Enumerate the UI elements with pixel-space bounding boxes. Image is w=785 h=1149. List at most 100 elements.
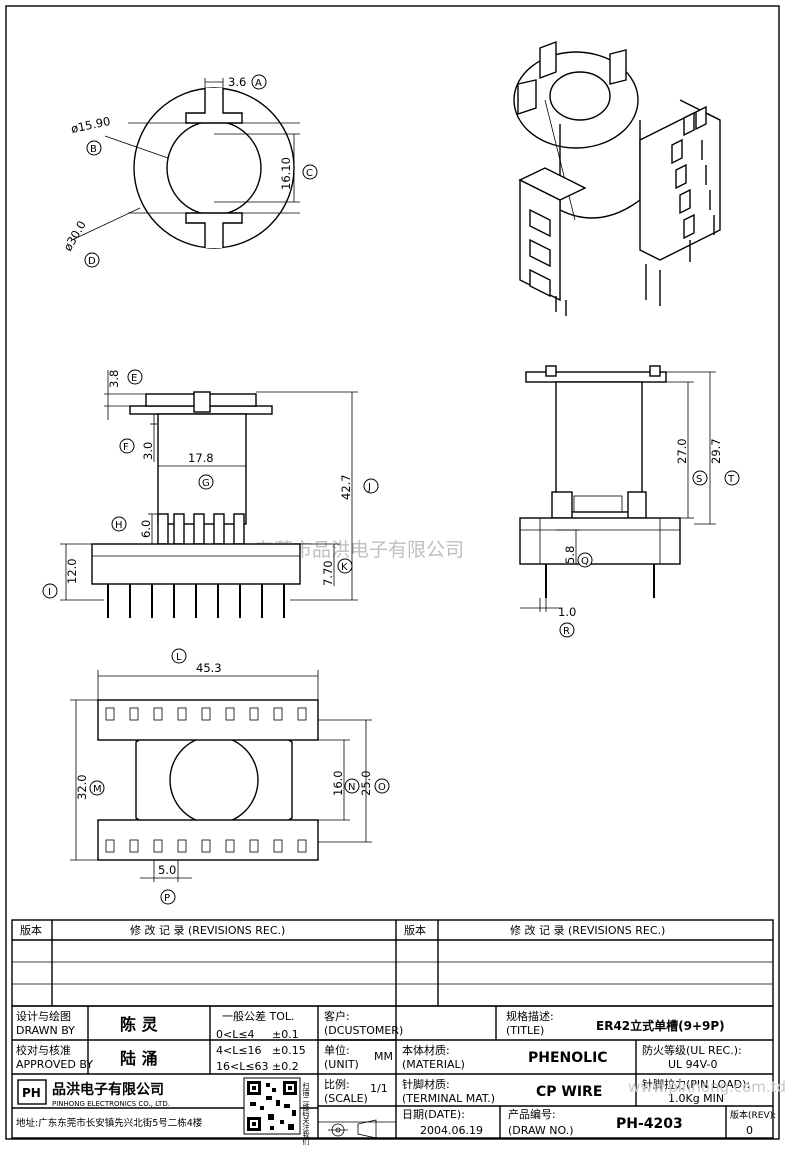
dim-j-value: 42.7 xyxy=(339,474,353,500)
ul-label: 防火等级(UL REC.): xyxy=(642,1043,742,1057)
dim-p-tag: P xyxy=(164,893,170,904)
qr-caption: 扫描二维码关注我们 xyxy=(302,1081,310,1145)
rev-col-record-right: 修 改 记 录 (REVISIONS REC.) xyxy=(510,923,665,937)
material-label-cn: 本体材质: xyxy=(402,1043,450,1057)
material-value: PHENOLIC xyxy=(528,1050,608,1066)
dim-b-tag: B xyxy=(90,144,97,155)
tol-range-2: 16<L≤63 xyxy=(216,1060,269,1073)
pinload-label: 针脚拉力(PIN LOAD): xyxy=(642,1077,750,1091)
dim-q-value: 5.8 xyxy=(563,546,577,564)
dim-e-value: 3.8 xyxy=(107,370,121,388)
terminal-value: CP WIRE xyxy=(536,1084,602,1100)
dim-i-tag: I xyxy=(48,587,51,598)
dim-l-tag: L xyxy=(176,652,182,663)
tol-value-0: ±0.1 xyxy=(272,1028,299,1041)
tol-range-0: 0<L≤4 xyxy=(216,1028,255,1041)
dim-s-value: 27.0 xyxy=(675,438,689,464)
ul-value: UL 94V-0 xyxy=(668,1058,718,1071)
drawno-label-cn: 产品编号: xyxy=(508,1107,556,1121)
customer-label-cn: 客户: xyxy=(324,1009,350,1023)
dim-d-tag: D xyxy=(88,256,96,267)
dim-s-tag: S xyxy=(696,474,702,485)
projection-symbol xyxy=(328,1119,377,1139)
dim-k-tag: K xyxy=(341,562,348,573)
drawn-by-label-cn: 设计与绘图 xyxy=(16,1009,71,1023)
dim-b-value: ø15.90 xyxy=(70,114,112,136)
watermark: 东莞市品洪电子有限公司 xyxy=(255,539,464,561)
rev-label: 版本(REV): xyxy=(730,1109,776,1121)
iso-pins-left xyxy=(529,208,661,316)
material-label-en: (MATERIAL) xyxy=(402,1058,465,1071)
revision-table: 版本 修 改 记 录 (REVISIONS REC.) 版本 修 改 记 录 (… xyxy=(11,919,774,1007)
tol-range-1: 4<L≤16 xyxy=(216,1044,262,1057)
customer-label-en: (DCUSTOMER) xyxy=(324,1024,403,1037)
tol-title: 一般公差 TOL. xyxy=(222,1009,295,1023)
dim-n-tag: N xyxy=(348,782,355,793)
dim-m-value: 32.0 xyxy=(75,774,89,800)
front-pins xyxy=(107,584,285,618)
dim-t-value: 29.7 xyxy=(709,438,723,464)
drawno-label-en: (DRAW NO.) xyxy=(508,1124,573,1137)
dim-o-tag: O xyxy=(378,782,386,793)
dim-d-value: ø30.0 xyxy=(60,218,88,253)
dim-f-value: 3.0 xyxy=(141,442,155,460)
terminal-label-cn: 针脚材质: xyxy=(402,1077,450,1091)
dim-a-tag: A xyxy=(255,78,262,89)
rev-value: 0 xyxy=(746,1124,753,1137)
dim-p-value: 5.0 xyxy=(158,863,176,877)
pinload-value: 1.0Kg MIN xyxy=(668,1092,724,1105)
dim-k-value: 7.70 xyxy=(321,560,335,586)
dim-f-tag: F xyxy=(123,442,129,453)
company-logo xyxy=(17,1079,47,1105)
dim-t-tag: T xyxy=(727,474,735,485)
dim-c-tag: C xyxy=(306,168,313,179)
dim-o-value: 25.0 xyxy=(359,770,373,796)
approved-by-name: 陆 涌 xyxy=(120,1049,158,1068)
dim-a-value: 3.6 xyxy=(228,75,246,89)
tol-value-2: ±0.2 xyxy=(272,1060,299,1073)
dim-i-value: 12.0 xyxy=(65,558,79,584)
scale-label-en: (SCALE) xyxy=(324,1092,368,1105)
qr-code xyxy=(243,1077,301,1135)
dim-r-tag: R xyxy=(563,626,570,637)
dim-q-tag: Q xyxy=(581,556,589,567)
dim-r-value: 1.0 xyxy=(558,605,576,619)
bottom-pin-slots xyxy=(105,707,307,853)
rev-col-record-left: 修 改 记 录 (REVISIONS REC.) xyxy=(130,923,285,937)
dim-g-tag: G xyxy=(202,478,210,489)
dim-m-tag: M xyxy=(93,784,102,795)
company-address: 地址:广东东莞市长安镇先兴北街5号二栋4楼 xyxy=(16,1117,203,1129)
approved-label-en: APPROVED BY xyxy=(16,1058,93,1071)
top-slot xyxy=(185,88,243,124)
dim-h-value: 6.0 xyxy=(139,520,153,538)
side-view: 27.0 S 29.7 T 5.8 Q 1.0 R xyxy=(519,365,740,638)
dim-c-value: 16.10 xyxy=(279,157,293,190)
title-label-en: (TITLE) xyxy=(506,1024,544,1037)
unit-value: MM xyxy=(374,1050,393,1063)
date-label: 日期(DATE): xyxy=(402,1108,465,1121)
scale-label-cn: 比例: xyxy=(324,1077,350,1091)
iso-pins-right xyxy=(671,105,715,262)
approved-label-cn: 校对与核准 xyxy=(16,1043,71,1057)
front-view: 3.8 E 3.0 F 17.8 G 6.0 H 12.0 I 42.7 J xyxy=(42,369,379,618)
dim-j-tag: J xyxy=(367,482,371,493)
rev-col-version-right: 版本 xyxy=(404,923,426,937)
dim-h-tag: H xyxy=(115,520,123,531)
title-label-cn: 规格描述: xyxy=(506,1009,554,1023)
sheet-border xyxy=(5,5,780,1140)
dim-g-value: 17.8 xyxy=(188,451,214,465)
drawn-by-name: 陈 灵 xyxy=(120,1015,159,1034)
isometric-view xyxy=(513,40,721,316)
title-value: ER42立式单槽(9+9P) xyxy=(596,1018,725,1033)
company-name-cn: 品洪电子有限公司 xyxy=(52,1081,164,1098)
tol-value-1: ±0.15 xyxy=(272,1044,306,1057)
company-name-en: PINHONG ELECTRONICS CO., LTD. xyxy=(52,1100,170,1108)
inner-circle xyxy=(166,120,262,216)
scale-value: 1/1 xyxy=(370,1082,388,1095)
unit-label-en: (UNIT) xyxy=(324,1058,359,1071)
dim-n-value: 16.0 xyxy=(331,770,345,796)
dim-e-tag: E xyxy=(131,373,137,384)
top-view: 3.6 A ø15.90 B 16.10 C ø30.0 D xyxy=(60,74,318,268)
